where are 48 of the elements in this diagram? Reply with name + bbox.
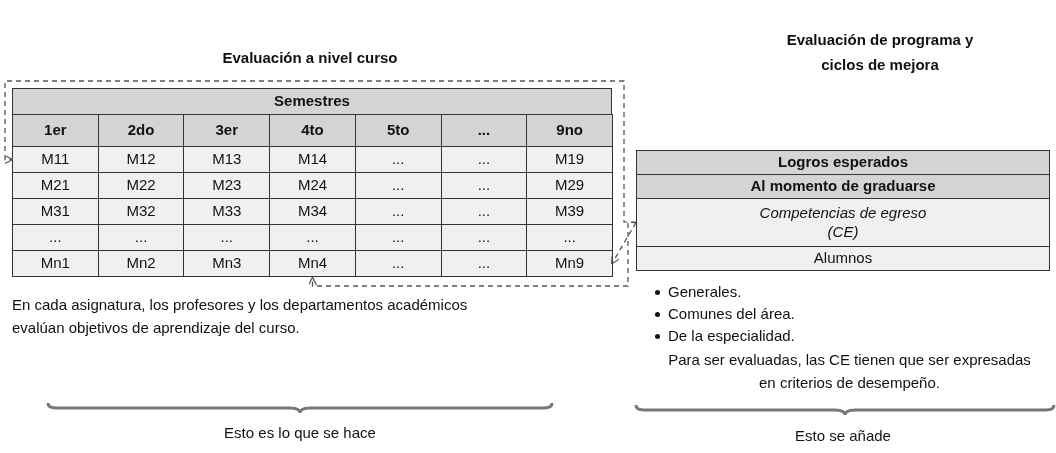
header-cell: Al momento de graduarse [636, 174, 1050, 199]
header-cell: 5to [354, 114, 442, 147]
table-cell: Mn9 [526, 250, 613, 277]
table-cell: ... [440, 250, 528, 277]
section-title: Evaluación a nivel curso [221, 48, 399, 68]
table-cell: M39 [526, 198, 613, 225]
table-cell: M33 [183, 198, 271, 225]
header-cell: 4to [269, 114, 356, 147]
header-cell: Logros esperados [636, 150, 1050, 175]
table-cell: ... [183, 224, 271, 251]
table-cell: Mn4 [269, 250, 356, 277]
table-cell: Alumnos [636, 246, 1050, 271]
table-cell: ... [354, 224, 442, 251]
brace-label: Esto es lo que se hace [223, 423, 377, 443]
table-cell: M13 [183, 146, 271, 173]
table-cell: M21 [12, 172, 99, 199]
table-cell: ... [354, 172, 442, 199]
bullet-item: De la especialidad. [668, 326, 796, 346]
header-cell: Semestres [12, 88, 612, 115]
bullet-item: Generales. [668, 282, 743, 302]
table-cell: ... [354, 198, 442, 225]
table-cell: ... [526, 224, 613, 251]
description-text: En cada asignatura, los profesores y los departamentos académicos evalúan objetivos de aprendizaje del curso. [12, 295, 469, 338]
table-cell: M14 [269, 146, 356, 173]
table-cell: ... [354, 146, 442, 173]
table-cell: Mn3 [183, 250, 271, 277]
table-cell: M34 [269, 198, 356, 225]
table-cell: ... [354, 250, 442, 277]
dashed-arrow [307, 221, 637, 287]
header-cell: 3er [183, 114, 271, 147]
header-cell: 9no [526, 114, 613, 147]
table-cell: M23 [183, 172, 271, 199]
description-text: Para ser evaluadas, las CE tienen que ser expresadas en criterios de desempeño. [667, 350, 1032, 393]
brace-label: Esto se añade [794, 426, 892, 446]
table-cell: Competencias de egreso (CE) [636, 198, 1050, 247]
section-title: Evaluación de programa y ciclos de mejora [785, 30, 975, 75]
table-cell: M29 [526, 172, 613, 199]
header-cell: 1er [12, 114, 99, 147]
table-cell: M31 [12, 198, 99, 225]
table-cell: M11 [12, 146, 99, 173]
table-cell: ... [12, 224, 99, 251]
table-cell: ... [269, 224, 356, 251]
table-cell: M19 [526, 146, 613, 173]
table-cell: M24 [269, 172, 356, 199]
table-cell: Mn2 [97, 250, 185, 277]
dashed-arrow [611, 221, 637, 265]
bullet-item: Comunes del área. [668, 304, 796, 324]
table-cell: Mn1 [12, 250, 99, 277]
